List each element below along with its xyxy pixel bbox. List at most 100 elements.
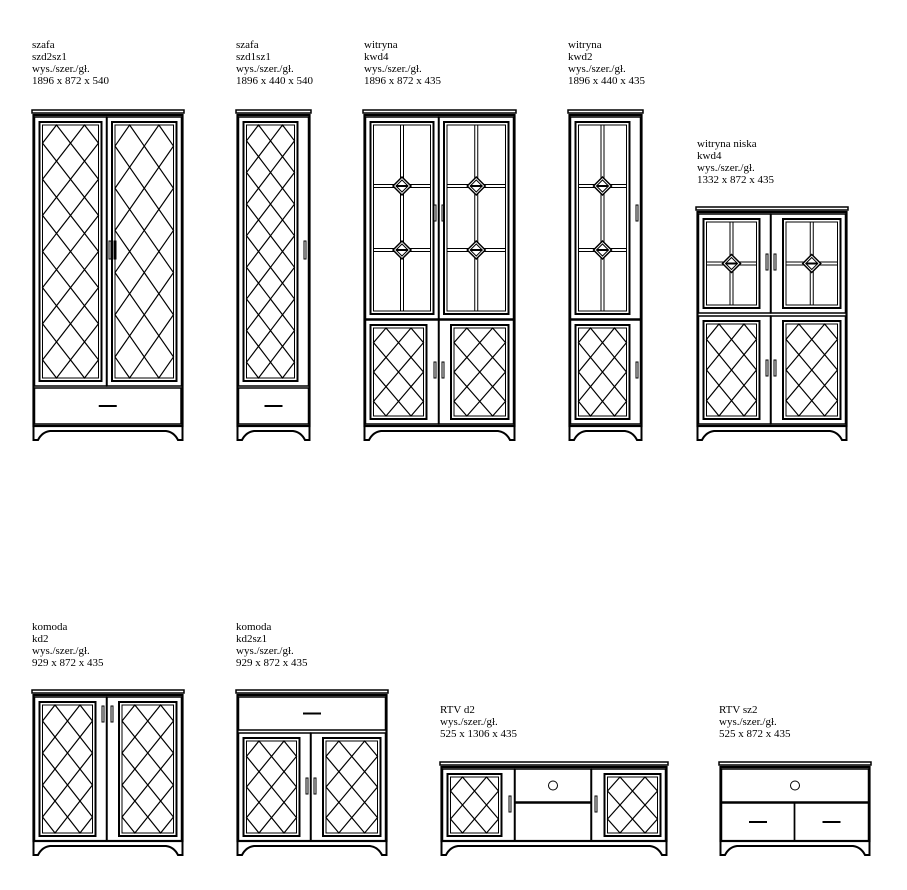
item-dims-label: wys./szer./gł.: [364, 63, 422, 75]
lattice-diamond: [372, 327, 400, 359]
item-dims: 929 x 872 x 435: [236, 657, 308, 669]
item-dims: 1332 x 872 x 435: [697, 174, 774, 186]
item-dims-label: wys./szer./gł.: [32, 645, 90, 657]
item-type: szafa: [32, 39, 55, 51]
lattice-diamond: [143, 250, 175, 295]
handle-vertical: [594, 795, 598, 813]
lattice-diamond: [245, 770, 273, 804]
drawer-front: [237, 696, 387, 731]
handle-vertical: [433, 361, 437, 379]
door-frame: [438, 116, 515, 320]
panel-inner: [578, 124, 627, 312]
glass-panel: [702, 218, 761, 309]
glass-diamond-ornament-inner: [469, 243, 483, 257]
door-frame: [441, 768, 516, 842]
cabinet-body: [236, 113, 311, 428]
item-type: witryna: [364, 39, 398, 51]
door-frame: [438, 319, 515, 425]
lattice-diamond: [69, 304, 100, 343]
handle-vertical: [635, 361, 639, 379]
lattice-diamond: [69, 340, 100, 379]
lattice-diamond: [245, 155, 272, 190]
lattice-diamond: [705, 353, 733, 387]
lattice-diamond: [66, 736, 94, 770]
handle-vertical: [313, 777, 317, 795]
lattice-diamond: [269, 250, 296, 285]
lattice-diamond: [473, 776, 500, 806]
handle-vertical: [303, 240, 307, 260]
item-type: RTV sz2: [719, 704, 758, 716]
wardrobe-szd2sz1: [31, 109, 185, 441]
lattice-diamond: [577, 327, 604, 359]
lattice-diamond: [41, 704, 69, 738]
panel-inner: [246, 124, 295, 379]
lattice-diamond: [41, 304, 72, 343]
glass-diamond-ornament-inner: [805, 256, 819, 271]
cabinet-body: [568, 113, 643, 428]
lattice-diamond: [270, 740, 298, 773]
lattice-panel: [118, 701, 178, 837]
lattice-diamond: [41, 268, 72, 307]
lattice-diamond: [730, 353, 758, 387]
panel-frame: [111, 121, 178, 382]
label-rtv-d2: RTV d2 wys./szer./gł. 525 x 1306 x 435: [440, 704, 517, 740]
plinth-feet: [32, 841, 184, 856]
lattice-diamond: [143, 166, 175, 211]
lattice-diamond: [810, 323, 839, 356]
wardrobe-szd1sz1: [235, 109, 312, 441]
top-cap: [235, 689, 389, 694]
lattice-diamond: [372, 385, 400, 417]
top-cap: [31, 109, 185, 114]
handle-vertical: [108, 240, 112, 260]
panel-frame: [574, 121, 631, 315]
lattice-diamond: [397, 356, 425, 388]
lattice-diamond: [121, 768, 149, 802]
lattice-diamond: [41, 768, 69, 802]
label-witryna-niska-kwd4: witryna niska kwd4 wys./szer./gł. 1332 x…: [697, 138, 774, 186]
item-dims-label: wys./szer./gł.: [719, 716, 777, 728]
lattice-diamond: [269, 345, 296, 379]
label-szafa-szd2sz1: szafa szd2sz1 wys./szer./gł. 1896 x 872 …: [32, 39, 109, 87]
lattice-panel: [369, 324, 428, 420]
tv-stand-rtv-sz2: [718, 761, 872, 856]
glass-diamond-ornament-inner: [595, 243, 610, 257]
item-dims-label: wys./szer./gł.: [32, 63, 90, 75]
lattice-diamond: [785, 353, 813, 387]
lattice-diamond: [146, 800, 175, 834]
lattice-diamond: [601, 356, 628, 388]
door-frame: [106, 696, 183, 842]
panel-frame: [242, 737, 301, 837]
item-dims-label: wys./szer./gł.: [568, 63, 626, 75]
lattice-diamond: [325, 770, 353, 804]
lattice-diamond: [146, 736, 175, 770]
item-code: szd2sz1: [32, 51, 67, 63]
glass-panel: [369, 121, 435, 315]
lattice-diamond: [114, 208, 145, 253]
lattice-diamond: [449, 776, 476, 806]
lattice-diamond: [245, 313, 272, 348]
open-shelf-lower: [514, 802, 592, 842]
panel-inner: [446, 124, 506, 312]
lattice-diamond: [66, 768, 94, 802]
lattice-diamond: [478, 356, 507, 388]
chest-kd2: [31, 689, 185, 856]
handle-vertical: [773, 253, 777, 271]
lattice-diamond: [350, 740, 379, 773]
panel-frame: [443, 121, 510, 315]
panel-inner: [121, 704, 174, 834]
lattice-diamond: [69, 160, 100, 199]
plinth-feet: [719, 841, 871, 856]
lattice-diamond: [606, 776, 634, 806]
plinth-feet: [32, 426, 184, 441]
lattice-diamond: [121, 736, 149, 770]
lattice-diamond: [41, 124, 72, 163]
lattice-diamond: [143, 292, 175, 337]
display-cabinet-kwd2: [567, 109, 644, 441]
lattice-panel: [38, 121, 103, 382]
lattice-diamond: [325, 801, 353, 834]
glass-diamond-ornament-inner: [724, 256, 739, 271]
drawer-front: [33, 387, 182, 425]
handle-vertical: [508, 795, 512, 813]
handle-vertical: [101, 705, 105, 723]
lattice-diamond: [473, 804, 500, 834]
